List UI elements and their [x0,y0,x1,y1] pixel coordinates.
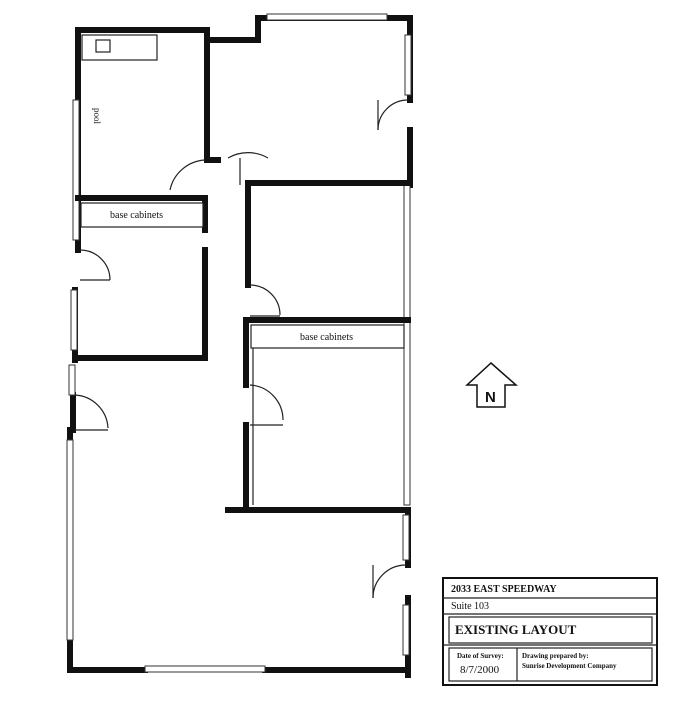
title-survey-label: Date of Survey: [457,652,504,660]
closet-label: pool [92,108,102,125]
title-prepared-by: Sunrise Development Company [522,662,617,670]
title-survey-date: 8/7/2000 [460,664,500,676]
fixtures [80,34,405,349]
north-arrow-icon: N [465,361,518,408]
windows [66,13,412,673]
title-drawing: EXISTING LAYOUT [455,622,577,637]
interior-walls [75,37,411,513]
doors [74,99,409,599]
title-prepared-label: Drawing prepared by: [522,652,589,660]
title-block: 2033 EAST SPEEDWAY Suite 103 EXISTING LA… [442,577,658,686]
sink-counter [81,34,158,61]
base-cabinets-label-upper: base cabinets [110,210,163,221]
base-cabinet-lower [250,324,405,349]
title-address: 2033 EAST SPEEDWAY [451,584,557,595]
base-cabinets-label-lower: base cabinets [300,332,353,343]
base-cabinet-upper [80,202,204,228]
title-suite: Suite 103 [451,601,489,612]
north-label: N [485,389,496,406]
sink-icon [95,39,111,53]
